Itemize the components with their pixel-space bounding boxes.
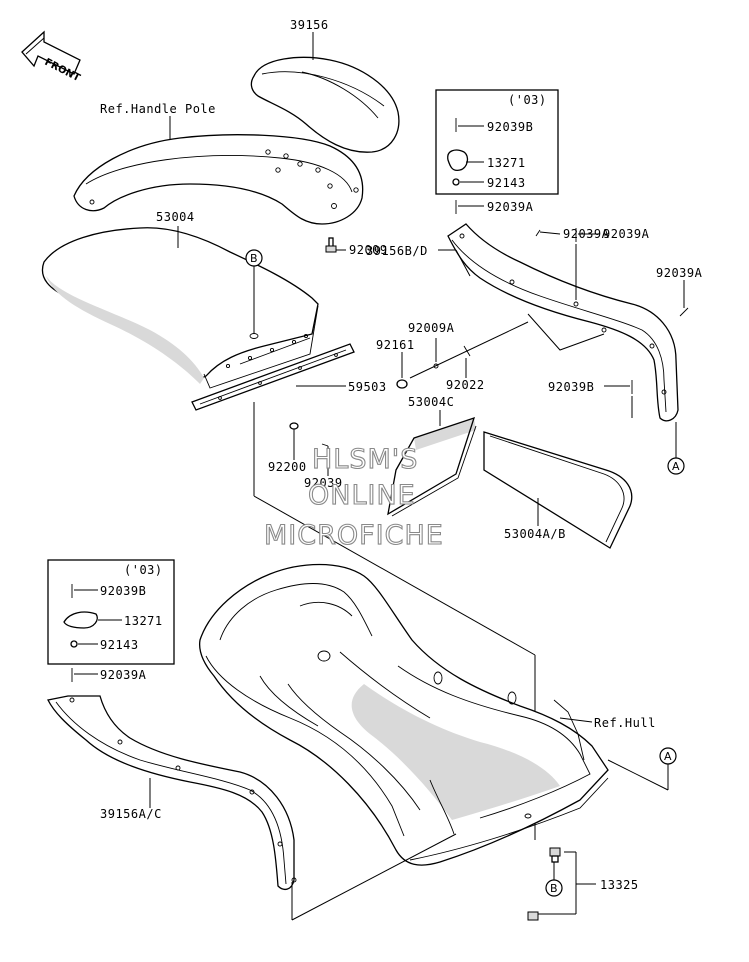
label-53004c: 53004C bbox=[408, 395, 454, 409]
callout-b-lower-text: B bbox=[550, 882, 558, 895]
label-92161: 92161 bbox=[376, 338, 415, 352]
watermark-line2: ONLINE bbox=[308, 480, 416, 511]
box1-label-92143: 92143 bbox=[487, 176, 526, 190]
watermark: HLSM'S ONLINE MICROFICHE bbox=[263, 443, 444, 551]
callout-a-upper-text: A bbox=[672, 460, 680, 473]
watermark-line1: HLSM'S bbox=[312, 444, 418, 475]
label-92039a-top: 92039A bbox=[487, 200, 534, 214]
label-59503: 59503 bbox=[348, 380, 387, 394]
label-ref-handle-pole: Ref.Handle Pole bbox=[100, 102, 216, 116]
clip-13271-lower bbox=[63, 611, 98, 629]
label-92009a: 92009A bbox=[408, 321, 455, 335]
label-53004: 53004 bbox=[156, 210, 195, 224]
label-39156ac: 39156A/C bbox=[100, 807, 162, 821]
panel-53004ab bbox=[483, 431, 633, 549]
box2-label-13271: 13271 bbox=[124, 614, 163, 628]
label-39156bd: 39156B/D bbox=[366, 244, 428, 258]
callout-a-lower-text: A bbox=[664, 750, 672, 763]
label-92039a-4: 92039A bbox=[656, 266, 703, 280]
box1-label-92039b: 92039B bbox=[487, 120, 533, 134]
callout-b-lower bbox=[545, 879, 563, 897]
label-13325: 13325 bbox=[600, 878, 639, 892]
side-rail-39156ac bbox=[47, 695, 297, 891]
box2-label-92143: 92143 bbox=[100, 638, 139, 652]
handle-pole bbox=[73, 134, 364, 225]
label-ref-hull: Ref.Hull bbox=[594, 716, 656, 730]
washer-92200 bbox=[289, 422, 299, 430]
drain-plug-13325-upper bbox=[549, 847, 561, 863]
label-92039: 92039 bbox=[304, 476, 343, 490]
side-rail-39156bd bbox=[447, 223, 679, 422]
front-arrow-icon: FRONT bbox=[21, 30, 82, 84]
label-92039b-right: 92039B bbox=[548, 380, 594, 394]
callout-a-upper bbox=[667, 457, 685, 475]
callout-b-upper-text: B bbox=[250, 252, 258, 265]
label-92039a-3: 92039A bbox=[603, 227, 650, 241]
box1-label-13271: 13271 bbox=[487, 156, 526, 170]
label-92200: 92200 bbox=[268, 460, 307, 474]
washer-92161 bbox=[396, 379, 408, 389]
box-2003-lower bbox=[47, 559, 175, 665]
label-53004ab: 53004A/B bbox=[504, 527, 566, 541]
box-2003-upper bbox=[435, 89, 559, 195]
label-92022: 92022 bbox=[446, 378, 485, 392]
mat-53004 bbox=[41, 227, 319, 389]
hull-body bbox=[198, 563, 609, 866]
box1-year: ('03) bbox=[508, 93, 547, 107]
label-92039a-left: 92039A bbox=[100, 668, 147, 682]
trim-strip-59503 bbox=[191, 343, 355, 411]
clip-13271-upper bbox=[447, 149, 469, 172]
box2-label-92039b: 92039B bbox=[100, 584, 146, 598]
label-39156: 39156 bbox=[290, 18, 329, 32]
pad-53004c bbox=[387, 416, 477, 517]
watermark-line3: MICROFICHE bbox=[264, 520, 444, 551]
seat-cover-39156 bbox=[250, 56, 400, 153]
label-92009: 92009 bbox=[349, 243, 388, 257]
box2-year: ('03) bbox=[124, 563, 163, 577]
bolt-92009 bbox=[325, 237, 346, 253]
drain-plug-13325-lower bbox=[527, 911, 539, 921]
